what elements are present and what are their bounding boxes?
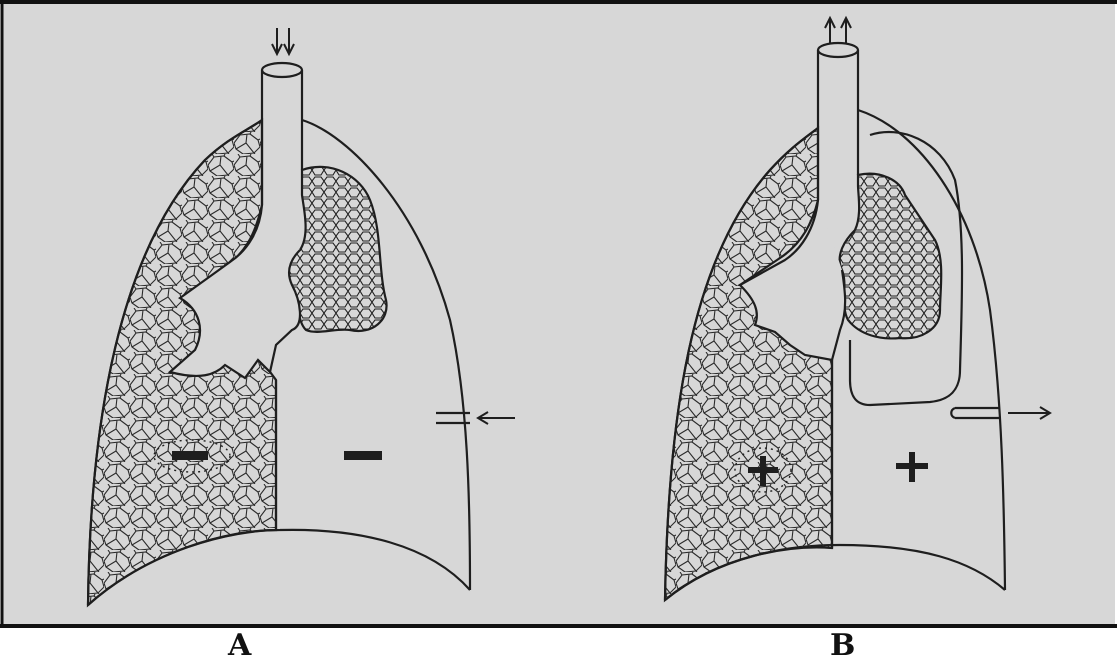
panel-a-label: A: [228, 628, 251, 663]
a-pleural-minus-mark: [344, 451, 382, 460]
a-lung-minus-mark: [172, 451, 208, 460]
panel-b-label: B: [830, 628, 855, 663]
